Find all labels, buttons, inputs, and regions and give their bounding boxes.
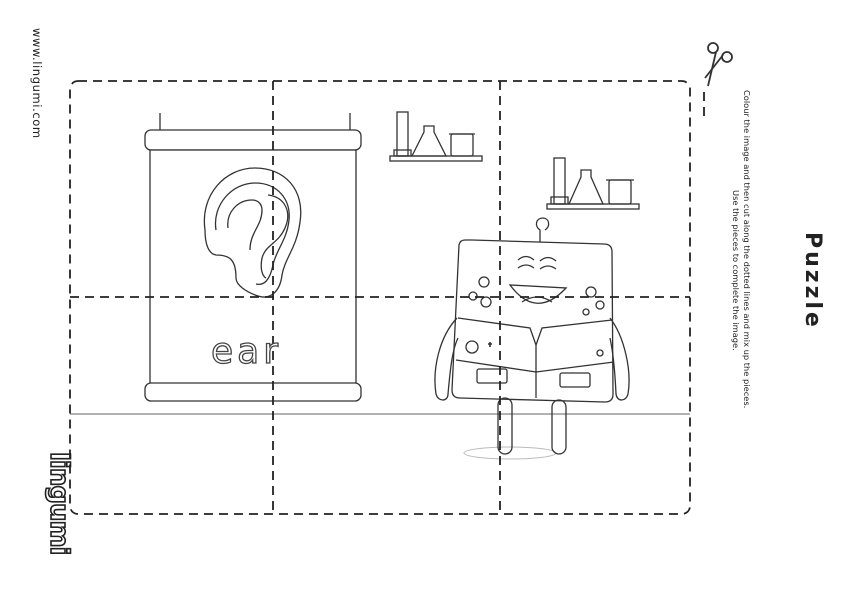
- lab-shelf-icon: [546, 157, 640, 210]
- sponge-character-icon: [434, 217, 630, 460]
- lab-shelf-icon: [389, 111, 483, 162]
- ear-poster: [144, 113, 362, 402]
- ear-icon: [203, 167, 302, 298]
- poster-word: ear: [210, 330, 283, 372]
- puzzle-cut-lines: [69, 80, 705, 515]
- scissors-icon: [704, 42, 733, 87]
